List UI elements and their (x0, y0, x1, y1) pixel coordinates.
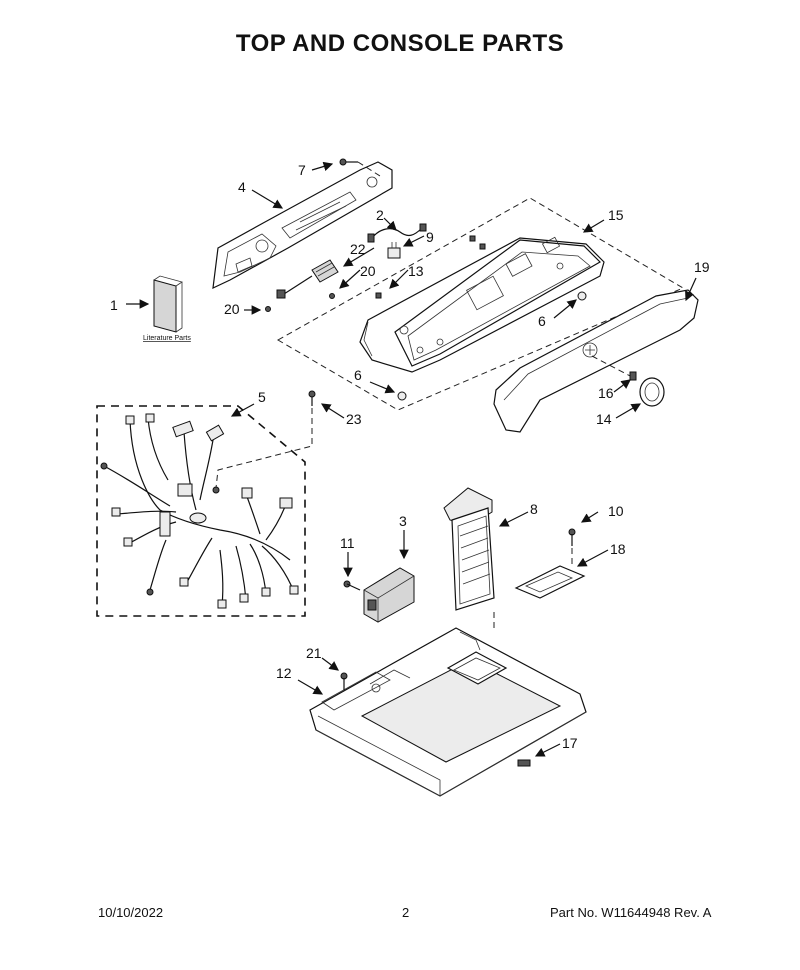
part-console-base (359, 236, 605, 373)
callout-7: 7 (298, 162, 306, 178)
callout-14: 14 (596, 411, 612, 427)
callout-13: 13 (408, 263, 424, 279)
part-top-panel-12 (309, 627, 587, 797)
part-knob-ring-14 (639, 377, 665, 407)
callout-15: 15 (608, 207, 624, 223)
callout-17: 17 (562, 735, 578, 751)
part-screw-21 (340, 672, 348, 690)
part-knob-16 (591, 355, 637, 381)
part-ui-control-22 (276, 259, 339, 299)
part-lint-screen-8 (443, 487, 495, 632)
part-console-back-panel (212, 161, 393, 290)
footer-page-number: 2 (402, 905, 410, 920)
part-clip-6 (397, 291, 587, 401)
part-wire-harness-2 (367, 223, 427, 243)
part-clip-13 (375, 235, 486, 299)
callout-20b: 20 (224, 301, 240, 317)
part-main-wire-harness (96, 405, 306, 617)
literature-parts-label: Literature Parts (143, 335, 191, 342)
part-literature (153, 275, 183, 333)
callout-9: 9 (426, 229, 434, 245)
callout-22: 22 (350, 241, 366, 257)
part-clip-17 (517, 759, 531, 767)
footer-part-number: Part No. W11644948 Rev. A (550, 905, 712, 920)
part-screw-10 (568, 528, 576, 566)
callout-10: 10 (608, 503, 624, 519)
console-assembly-outline (276, 197, 685, 411)
footer-date: 10/10/2022 (98, 905, 164, 920)
callout-6a: 6 (538, 313, 546, 329)
leader-lines (126, 161, 697, 757)
callout-20a: 20 (360, 263, 376, 279)
callout-labels: 1 2 3 4 5 6 6 7 8 9 10 11 12 13 14 15 16… (110, 162, 710, 751)
callout-3: 3 (399, 513, 407, 529)
callout-1: 1 (110, 297, 118, 313)
callout-5: 5 (258, 389, 266, 405)
part-screw-20 (265, 293, 335, 312)
callout-19: 19 (694, 259, 710, 275)
callout-21: 21 (306, 645, 322, 661)
callout-23: 23 (346, 411, 362, 427)
part-screw-7 (339, 158, 381, 177)
part-control-module-3 (363, 567, 415, 623)
callout-12: 12 (276, 665, 292, 681)
part-bracket-18 (514, 565, 586, 599)
part-screw-23 (215, 390, 316, 489)
callout-4: 4 (238, 179, 246, 195)
callout-6b: 6 (354, 367, 362, 383)
callout-18: 18 (610, 541, 626, 557)
callout-2: 2 (376, 207, 384, 223)
callout-11: 11 (340, 535, 355, 551)
callout-8: 8 (530, 501, 538, 517)
page-title: TOP AND CONSOLE PARTS (235, 30, 565, 57)
part-screw-11 (343, 580, 361, 591)
callout-16: 16 (598, 385, 614, 401)
part-console-overlay (493, 289, 699, 433)
part-switch-9 (387, 242, 401, 259)
